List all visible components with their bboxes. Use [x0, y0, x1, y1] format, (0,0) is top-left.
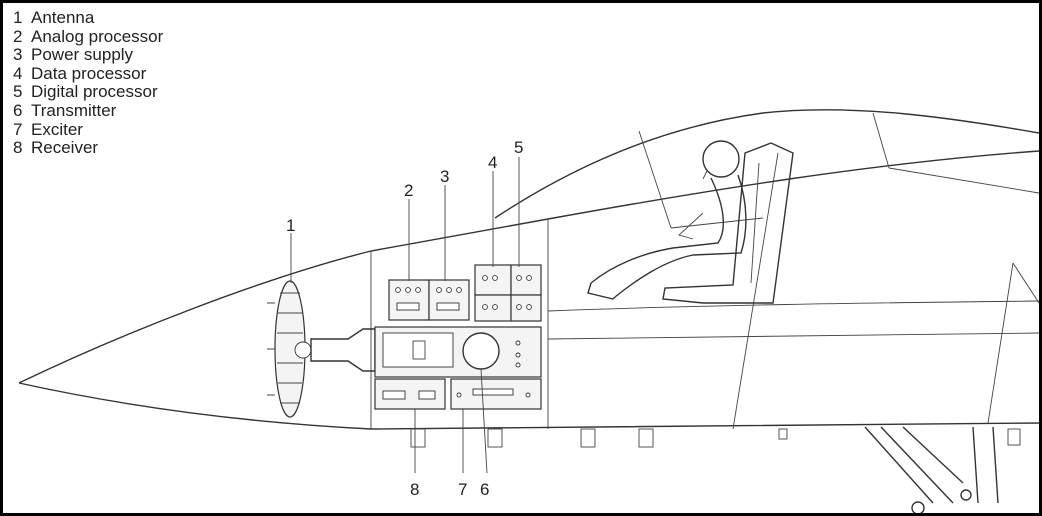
- legend-number: 7: [13, 119, 23, 139]
- pilot-figure: [587, 140, 747, 300]
- component-legend: 1 Antenna 2 Analog processor 3 Power supply…: [13, 8, 164, 158]
- receiver-box: [374, 378, 446, 410]
- legend-item-antenna: 1 Antenna: [13, 8, 163, 28]
- transmitter-rack: [374, 326, 542, 378]
- legend-item-data-processor: 4 Data processor: [13, 63, 163, 84]
- legend-number: 5: [13, 82, 23, 102]
- fuselage-outline: [18, 150, 1039, 430]
- legend-item-receiver: 8 Receiver: [13, 138, 163, 158]
- legend-item-power-supply: 3 Power supply: [13, 45, 163, 65]
- callout-antenna: 1: [286, 216, 295, 235]
- callout-transmitter: 6: [480, 480, 489, 499]
- legend-label: Exciter: [31, 119, 83, 139]
- aircraft-nose-cutaway: 1 2 3 4 5 8 7 6: [18, 109, 1039, 513]
- legend-number: 3: [13, 45, 23, 65]
- callout-analog-processor: 2: [404, 181, 413, 200]
- legend-label: Data processor: [31, 63, 147, 83]
- legend-label: Power supply: [31, 45, 134, 65]
- digital-processor-box: [510, 264, 542, 322]
- legend-item-digital-processor: 5 Digital processor: [13, 83, 163, 102]
- legend-item-exciter: 7 Exciter: [13, 119, 163, 140]
- legend-label: Receiver: [31, 138, 99, 158]
- legend-label: Digital processor: [31, 82, 158, 102]
- legend-item-transmitter: 6 Transmitter: [13, 100, 163, 121]
- legend-number: 8: [13, 138, 23, 158]
- callout-receiver: 8: [410, 480, 419, 499]
- landing-gear: [410, 426, 1021, 513]
- data-processor-box: [474, 264, 512, 322]
- legend-number: 1: [13, 8, 23, 27]
- ejection-seat: [662, 142, 794, 304]
- legend-number: 4: [13, 63, 23, 83]
- legend-number: 6: [13, 100, 23, 120]
- legend-label: Analog processor: [31, 26, 164, 46]
- analog-processor-box: [388, 279, 430, 321]
- canopy: [494, 109, 1039, 229]
- callout-digital-processor: 5: [514, 138, 523, 157]
- power-supply-box: [428, 279, 470, 321]
- legend-label: Transmitter: [31, 100, 117, 120]
- antenna-dish: [267, 280, 376, 418]
- exciter-box: [450, 378, 542, 410]
- callout-data-processor: 4: [488, 153, 497, 172]
- callout-exciter: 7: [458, 480, 467, 499]
- legend-label: Antenna: [31, 8, 95, 27]
- callout-leaders: [290, 157, 520, 474]
- callout-power-supply: 3: [440, 167, 449, 186]
- legend-number: 2: [13, 26, 23, 46]
- legend-item-analog-processor: 2 Analog processor: [13, 26, 164, 47]
